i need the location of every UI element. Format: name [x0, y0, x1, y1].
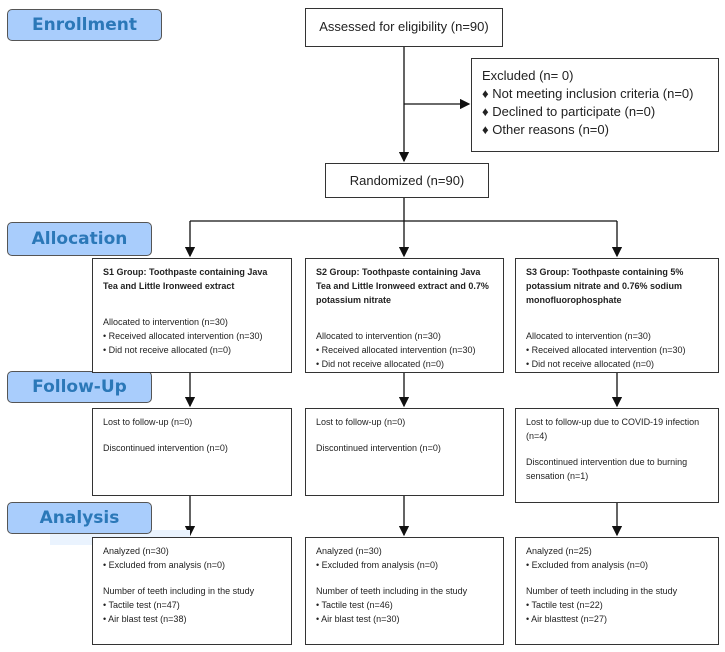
excluded-item: ♦ Not meeting inclusion criteria (n=0) [482, 86, 694, 101]
received-item: • Received allocated intervention (n=30) [103, 331, 263, 341]
analyzed-text: Analyzed (n=30) [316, 546, 382, 556]
analyzed-text: Analyzed (n=30) [103, 546, 169, 556]
air-item: • Air blast test (n=38) [103, 614, 187, 624]
stage-followup: Follow-Up [7, 371, 152, 403]
excluded-item: ♦ Other reasons (n=0) [482, 122, 609, 137]
lost-text: Lost to follow-up due to COVID-19 infect… [526, 417, 700, 441]
group-title: S2 Group: Toothpaste containing Java Tea… [316, 267, 489, 305]
excluded-analysis-item: • Excluded from analysis (n=0) [103, 560, 225, 570]
group-title: S1 Group: Toothpaste containing Java Tea… [103, 267, 268, 291]
allocation-box-s3: S3 Group: Toothpaste containing 5% potas… [515, 258, 719, 373]
excluded-item: ♦ Declined to participate (n=0) [482, 104, 656, 119]
not-received-item: • Did not receive allocated (n=0) [316, 359, 444, 369]
allocation-box-s1: S1 Group: Toothpaste containing Java Tea… [92, 258, 292, 373]
tactile-item: • Tactile test (n=46) [316, 600, 393, 610]
lost-text: Lost to follow-up (n=0) [316, 417, 406, 427]
allocated-text: Allocated to intervention (n=30) [526, 331, 651, 341]
teeth-text: Number of teeth including in the study [103, 586, 255, 596]
allocated-text: Allocated to intervention (n=30) [103, 317, 228, 327]
randomized-box: Randomized (n=90) [325, 163, 489, 198]
teeth-text: Number of teeth including in the study [316, 586, 468, 596]
excluded-analysis-item: • Excluded from analysis (n=0) [316, 560, 438, 570]
group-title: S3 Group: Toothpaste containing 5% potas… [526, 267, 684, 305]
followup-box-s2: Lost to follow-up (n=0) Discontinued int… [305, 408, 504, 496]
discontinued-text: Discontinued intervention due to burning… [526, 457, 688, 481]
tactile-item: • Tactile test (n=22) [526, 600, 603, 610]
received-item: • Received allocated intervention (n=30) [316, 345, 476, 355]
analysis-box-s3: Analyzed (n=25) • Excluded from analysis… [515, 537, 719, 645]
air-item: • Air blasttest (n=27) [526, 614, 607, 624]
followup-box-s1: Lost to follow-up (n=0) Discontinued int… [92, 408, 292, 496]
excluded-box: Excluded (n= 0) ♦ Not meeting inclusion … [471, 58, 719, 152]
discontinued-text: Discontinued intervention (n=0) [103, 443, 228, 453]
analysis-box-s2: Analyzed (n=30) • Excluded from analysis… [305, 537, 504, 645]
analyzed-text: Analyzed (n=25) [526, 546, 592, 556]
analysis-box-s1: Analyzed (n=30) • Excluded from analysis… [92, 537, 292, 645]
tactile-item: • Tactile test (n=47) [103, 600, 180, 610]
received-item: • Received allocated intervention (n=30) [526, 345, 686, 355]
allocation-box-s2: S2 Group: Toothpaste containing Java Tea… [305, 258, 504, 373]
discontinued-text: Discontinued intervention (n=0) [316, 443, 441, 453]
stage-allocation: Allocation [7, 222, 152, 256]
stage-analysis: Analysis [7, 502, 152, 534]
stage-enrollment: Enrollment [7, 9, 162, 41]
teeth-text: Number of teeth including in the study [526, 586, 678, 596]
lost-text: Lost to follow-up (n=0) [103, 417, 193, 427]
not-received-item: • Did not receive allocated (n=0) [526, 359, 654, 369]
allocated-text: Allocated to intervention (n=30) [316, 331, 441, 341]
followup-box-s3: Lost to follow-up due to COVID-19 infect… [515, 408, 719, 503]
excluded-title: Excluded (n= 0) [482, 68, 574, 83]
not-received-item: • Did not receive allocated (n=0) [103, 345, 231, 355]
assessed-box: Assessed for eligibility (n=90) [305, 8, 503, 47]
excluded-analysis-item: • Excluded from analysis (n=0) [526, 560, 648, 570]
air-item: • Air blast test (n=30) [316, 614, 400, 624]
